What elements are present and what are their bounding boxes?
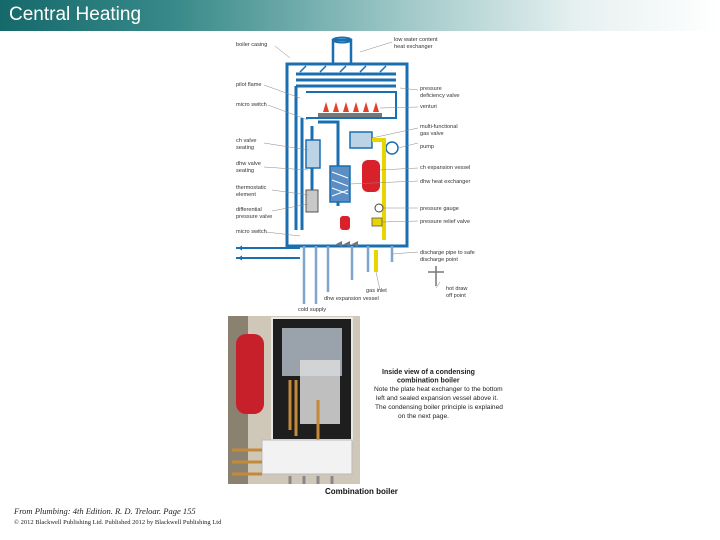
photo-expansion-vessel xyxy=(236,334,264,414)
label-boiler-casing: boiler casing xyxy=(236,42,267,48)
label-pilot-flame: pilot flame xyxy=(236,82,262,88)
flue-outlet xyxy=(331,38,353,66)
slide-title: Central Heating xyxy=(9,4,142,25)
label-micro-switch-top: micro switch xyxy=(236,102,267,108)
boiler-casing-outline xyxy=(285,62,409,248)
pump xyxy=(385,141,399,155)
label-ch-expansion-vessel: ch expansion vessel xyxy=(420,165,470,171)
heating-connections xyxy=(236,247,300,259)
pressure-relief-valve xyxy=(371,217,383,227)
label-venturi: venturi xyxy=(420,104,437,110)
label-dhw-heat-exchanger: dhw heat exchanger xyxy=(420,179,471,185)
heat-exchanger xyxy=(296,72,396,88)
dhw-heat-exchanger xyxy=(329,165,351,203)
figure-label: Combination boiler xyxy=(325,487,398,496)
flue-outlet-top xyxy=(332,36,352,44)
heat-exchanger-fins xyxy=(299,65,387,73)
caption-line-2: left and sealed expansion vessel above i… xyxy=(376,395,498,402)
diverter-valve xyxy=(305,139,321,169)
caption-line-4: on the next page. xyxy=(398,413,449,420)
burner-flames xyxy=(323,102,379,112)
combustion-chamber xyxy=(306,91,397,119)
copyright-notice: © 2012 Blackwell Publishing Ltd. Publish… xyxy=(14,519,222,526)
arrow-icon xyxy=(238,245,242,261)
leader-lines xyxy=(263,41,441,291)
source-citation: From Plumbing: 4th Edition. R. D. Treloa… xyxy=(14,506,196,516)
label-pressure-gauge: pressure gauge xyxy=(420,206,459,212)
photo-control-panel xyxy=(261,439,353,475)
caption-line-1: Note the plate heat exchanger to the bot… xyxy=(374,386,503,393)
burner-bar xyxy=(318,113,382,117)
photo-bottom-pipes xyxy=(232,448,262,476)
boiler-photo xyxy=(228,316,360,484)
label-cold-supply: cold supply xyxy=(298,307,326,313)
label-micro-switch-bottom: micro switch xyxy=(236,229,267,235)
hot-tap-icon xyxy=(428,266,444,286)
title-bar: Central Heating xyxy=(0,0,720,31)
outlet-pipes xyxy=(302,246,394,304)
label-gas-inlet: gas inlet xyxy=(366,288,387,294)
left-labels: boiler casing pilot flame micro switch c… xyxy=(236,42,272,235)
label-pump: pump xyxy=(420,144,434,150)
caption-line-3: The condensing boiler principle is expla… xyxy=(375,404,503,411)
pressure-gauge xyxy=(374,203,384,213)
bottom-labels: gas inlet dhw expansion vessel cold supp… xyxy=(298,288,387,313)
differential-pressure-valve xyxy=(305,189,319,213)
photo-gas-valve-block xyxy=(300,360,340,424)
ch-expansion-vessel xyxy=(362,160,380,192)
boiler-schematic xyxy=(236,36,444,304)
check-valve-icon xyxy=(336,241,358,247)
photo-copper-pipes xyxy=(288,380,320,440)
photo-outlet-pipes xyxy=(288,476,334,484)
dhw-heat-exchanger-plates xyxy=(331,171,349,197)
gas-pipe xyxy=(372,138,386,272)
label-dhw-expansion-vessel: dhw expansion vessel xyxy=(324,296,379,302)
dhw-expansion-vessel xyxy=(340,216,350,230)
label-pressure-relief-valve: pressure relief valve xyxy=(420,219,470,225)
gas-valve xyxy=(349,131,373,149)
